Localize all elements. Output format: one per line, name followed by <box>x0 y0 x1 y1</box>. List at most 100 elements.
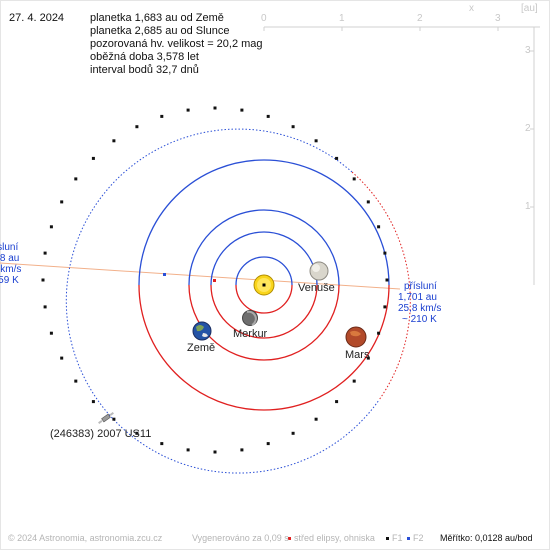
mercury-orbit-above <box>235 256 293 286</box>
venus-orbit-below <box>210 284 318 339</box>
info-magnitude: pozorovaná hv. velikost = 20,2 mag <box>90 38 263 50</box>
asteroid-position-point <box>291 431 295 435</box>
aphelion-speed: 16,5 km/s <box>0 264 22 275</box>
focus-f2-marker <box>163 273 166 276</box>
asteroid-position-point <box>383 305 387 309</box>
legend-f1-label: F1 <box>392 533 403 543</box>
y-tick-label: 2 <box>525 123 531 134</box>
asteroid-position-point <box>91 400 95 404</box>
mercury-orbit-below <box>235 284 293 314</box>
asteroid-position-point <box>383 251 387 255</box>
x-axis-label: x <box>469 3 474 14</box>
asteroid-position-point <box>135 431 139 435</box>
x-axis <box>263 26 540 31</box>
mercury-label: Merkur <box>233 328 268 340</box>
asteroid-position-point <box>41 278 45 282</box>
mars-orbit-below <box>138 284 390 411</box>
asteroid-position-points <box>41 106 389 454</box>
asteroid-position-point <box>335 400 339 404</box>
scale-label: Měřítko: 0,0128 au/bod <box>440 533 533 543</box>
asteroid-position-point <box>352 379 356 383</box>
mars-label: Mars <box>345 349 370 361</box>
asteroid-position-point <box>43 305 47 309</box>
info-sun-distance: planetka 2,685 au od Slunce <box>90 25 230 37</box>
earth-label: Země <box>187 342 216 354</box>
earth-orbit-below <box>188 284 340 361</box>
asteroid-position-point <box>213 450 217 454</box>
x-tick-label: 0 <box>261 13 267 24</box>
aphelion-distance: 3,18 au <box>0 253 20 264</box>
mars-orbit-above <box>138 159 390 286</box>
asteroid-orbit-above <box>65 128 380 474</box>
asteroid-position-point <box>213 106 217 110</box>
legend-f2-marker <box>407 537 410 540</box>
asteroid-position-point <box>74 379 78 383</box>
asteroid-position-point <box>49 331 53 335</box>
asteroid-position-point <box>43 251 47 255</box>
asteroid-position-point <box>60 356 64 360</box>
y-tick-label: 1 <box>525 201 531 212</box>
perihelion-speed: 25,8 km/s <box>398 303 442 314</box>
info-earth-distance: planetka 1,683 au od Země <box>90 12 224 24</box>
sun-icon <box>253 274 275 296</box>
mercury-icon <box>242 310 258 326</box>
info-interval: interval bodů 32,7 dnů <box>90 64 199 76</box>
aphelion-title: odsluní <box>0 242 19 253</box>
asteroid-position-point <box>352 177 356 181</box>
generation-time: Vygenerováno za 0,09 s <box>192 533 289 543</box>
asteroid-position-point <box>60 200 64 204</box>
legend-f1-marker <box>386 537 389 540</box>
asteroid-position-point <box>49 225 53 229</box>
asteroid-position-point <box>385 278 389 282</box>
earth-icon <box>192 321 212 341</box>
copyright-link[interactable]: © 2024 Astronomia, astronomia.zcu.cz <box>8 533 163 543</box>
apsides-line <box>0 262 401 290</box>
asteroid-position-point <box>314 139 318 143</box>
asteroid-position-point <box>112 417 116 421</box>
asteroid-position-point <box>377 225 381 229</box>
asteroid-position-point <box>240 448 244 452</box>
venus-label: Venuše <box>298 282 335 294</box>
y-axis <box>530 27 535 285</box>
asteroid-position-point <box>266 442 270 446</box>
y-tick-label: 3 <box>525 45 531 56</box>
asteroid-position-point <box>160 114 164 118</box>
unit-label: [au] <box>521 3 538 14</box>
x-tick-label: 3 <box>495 13 501 24</box>
asteroid-icon <box>98 412 114 424</box>
perihelion-temperature: ~ 210 K <box>402 314 437 325</box>
asteroid-position-point <box>291 125 295 129</box>
x-tick-label: 2 <box>417 13 423 24</box>
asteroid-position-point <box>240 108 244 112</box>
legend-f2-label: F2 <box>413 533 424 543</box>
asteroid-position-point <box>366 200 370 204</box>
x-tick-label: 1 <box>339 13 345 24</box>
planet-orbits <box>138 159 390 411</box>
asteroid-position-point <box>314 417 318 421</box>
asteroid-position-point <box>266 114 270 118</box>
ellipse-center-marker <box>213 279 216 282</box>
aphelion-temperature: ~ 159 K <box>0 275 19 286</box>
venus-icon <box>309 261 329 281</box>
venus-orbit-above <box>210 231 318 286</box>
asteroid-position-point <box>112 139 116 143</box>
asteroid-position-point <box>186 108 190 112</box>
asteroid-position-point <box>377 331 381 335</box>
asteroid-position-point <box>74 177 78 181</box>
earth-orbit-above <box>188 209 340 286</box>
asteroid-position-point <box>160 442 164 446</box>
asteroid-position-point <box>91 156 95 160</box>
asteroid-orbit <box>65 128 411 474</box>
perihelion-title: přísluní <box>404 281 437 292</box>
asteroid-position-point <box>135 125 139 129</box>
legend-center-label: střed elipsy, ohniska <box>294 533 375 543</box>
asteroid-position-point <box>366 356 370 360</box>
date-label: 27. 4. 2024 <box>9 12 65 24</box>
mars-icon <box>345 326 367 348</box>
asteroid-position-point <box>186 448 190 452</box>
asteroid-label: (246383) 2007 US11 <box>50 428 152 440</box>
info-period: oběžná doba 3,578 let <box>90 51 199 63</box>
